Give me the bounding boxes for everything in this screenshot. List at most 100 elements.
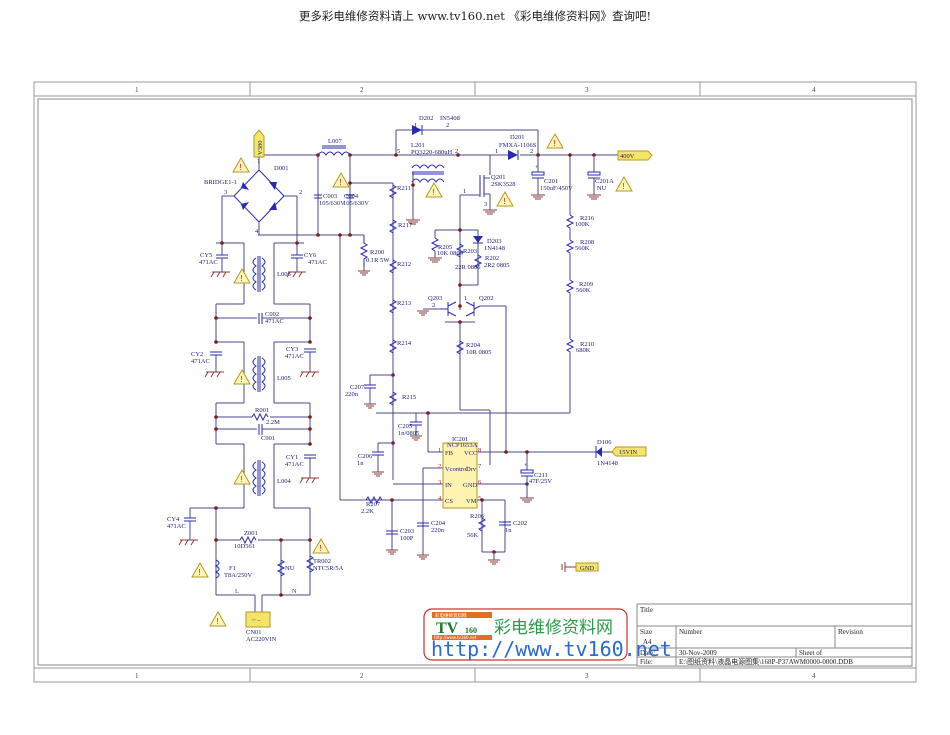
svg-text:C206: C206	[358, 453, 373, 460]
zone-bottom-1: 1	[135, 672, 139, 680]
svg-text:AC220VIN: AC220VIN	[246, 636, 277, 643]
resistor-r209: R209 560K	[565, 279, 593, 294]
capacitor-c002: C002 471AC	[258, 311, 284, 325]
svg-text:!: !	[623, 182, 625, 191]
svg-text:8: 8	[478, 447, 481, 454]
svg-text:V380: V380	[257, 141, 264, 155]
warning-icon: !	[233, 368, 251, 385]
bridge-ref: BRIDGE1-1	[204, 179, 237, 186]
file-label: File:	[640, 658, 653, 666]
svg-text:R217: R217	[398, 222, 413, 229]
resistor-r202: R202 2R2 0805	[473, 254, 509, 269]
svg-text:1: 1	[257, 158, 260, 165]
svg-text:R001: R001	[255, 407, 269, 414]
svg-text:CN01: CN01	[246, 629, 262, 636]
capacitor-cy1: CY1 471AC	[285, 454, 319, 484]
resistor-r207: R207 2.2K	[361, 495, 383, 515]
svg-text:22R 0805: 22R 0805	[455, 264, 480, 271]
svg-text:!: !	[241, 375, 243, 384]
svg-text:105/630V: 105/630V	[343, 200, 369, 207]
svg-text:GND: GND	[580, 565, 594, 572]
svg-text:!: !	[199, 568, 201, 577]
capacitor-c001: C001	[258, 424, 275, 442]
svg-text:L005: L005	[277, 375, 291, 382]
svg-text:R209: R209	[579, 281, 593, 288]
zone-bottom-3: 3	[585, 672, 589, 680]
capacitor-cy5: CY5 471AC	[199, 252, 230, 278]
bridge-designator: D001	[274, 165, 288, 172]
capacitor-c203: C203 100P	[386, 528, 414, 555]
svg-text:560K: 560K	[575, 245, 590, 252]
svg-text:150uF/450V: 150uF/450V	[540, 185, 573, 192]
svg-text:1n: 1n	[505, 527, 512, 534]
svg-text:1n: 1n	[357, 460, 364, 467]
svg-text:3: 3	[484, 201, 487, 208]
svg-text:471AC: 471AC	[167, 523, 186, 530]
svg-text:2R2 0805: 2R2 0805	[484, 262, 509, 269]
svg-text:2: 2	[455, 148, 458, 155]
resistor-r204: R204 10R 0805	[455, 340, 491, 356]
warning-icon: !	[233, 267, 251, 284]
svg-text:C202: C202	[513, 520, 527, 527]
zone-bottom-2: 2	[360, 672, 364, 680]
svg-text:L201: L201	[411, 142, 425, 149]
transistor-q202: Q202 1	[464, 295, 493, 317]
date-label: Date:	[640, 649, 655, 657]
warning-icon: !	[209, 610, 227, 627]
svg-text:NTC5R/5A: NTC5R/5A	[313, 565, 344, 572]
warning-icon: !	[496, 190, 514, 207]
svg-text:Vcontrol: Vcontrol	[445, 466, 468, 473]
svg-text:C001: C001	[261, 435, 275, 442]
svg-text:D203: D203	[487, 238, 501, 245]
svg-text:CY1: CY1	[286, 454, 298, 461]
title-block: Title Size A4 Number Revision Date: 30-N…	[636, 603, 913, 667]
svg-text:FMXA-1106S: FMXA-1106S	[499, 142, 537, 149]
warning-icon: !	[233, 468, 251, 485]
svg-text:105/630V: 105/630V	[319, 200, 345, 207]
svg-text:R211: R211	[397, 185, 411, 192]
svg-text:NCP1653A: NCP1653A	[447, 442, 478, 449]
varistor-z001: Z001 10D561	[234, 530, 258, 550]
svg-text:!: !	[504, 197, 506, 206]
capacitor-cy2: CY2 471AC	[191, 351, 224, 378]
zone-top-3: 3	[585, 86, 589, 94]
svg-text:2: 2	[432, 302, 435, 309]
zone-top-2: 2	[360, 86, 364, 94]
title-label: Title	[640, 606, 653, 614]
svg-text:IN: IN	[445, 482, 452, 489]
svg-text:T8A/250V: T8A/250V	[224, 572, 252, 579]
svg-text:D202: D202	[419, 115, 433, 122]
svg-text:CY2: CY2	[191, 351, 203, 358]
warning-icon: !	[546, 132, 564, 149]
svg-text:10D561: 10D561	[234, 543, 255, 550]
svg-text:1N4148: 1N4148	[484, 245, 505, 252]
svg-text:R203: R203	[463, 248, 477, 255]
size-label: Size	[640, 628, 652, 636]
svg-text:C003: C003	[323, 193, 337, 200]
svg-text:7: 7	[478, 463, 482, 470]
resistor-r203: R203 22R 0805	[455, 243, 480, 271]
svg-text:C004: C004	[344, 193, 359, 200]
svg-text:L004: L004	[277, 478, 291, 485]
capacitor-c201a: C201A NU	[587, 155, 614, 200]
svg-text:!: !	[340, 178, 342, 187]
svg-text:VM: VM	[466, 498, 477, 505]
svg-text:C201A: C201A	[595, 178, 614, 185]
capacitor-c206: C206 1n	[357, 442, 393, 477]
svg-text:471AC: 471AC	[199, 259, 218, 266]
svg-text:L: L	[235, 588, 239, 595]
resistor-r216: R216 100K	[565, 214, 595, 229]
svg-text:1N4148: 1N4148	[597, 460, 618, 467]
svg-text:56K: 56K	[467, 532, 479, 539]
wires	[190, 129, 620, 612]
svg-text:1: 1	[438, 447, 441, 454]
svg-text:4: 4	[438, 495, 442, 502]
zone-bottom-4: 4	[812, 672, 816, 680]
svg-text:L006: L006	[277, 271, 291, 278]
connector-cn01: ~ – L N CN01 AC220VIN	[235, 588, 297, 643]
inductor-l007: L007	[317, 138, 351, 156]
svg-text:2.2M: 2.2M	[266, 419, 280, 426]
svg-text:Q201: Q201	[491, 174, 505, 181]
capacitor-cy3: CY3 471AC	[285, 346, 319, 378]
svg-text:400V: 400V	[620, 153, 635, 160]
